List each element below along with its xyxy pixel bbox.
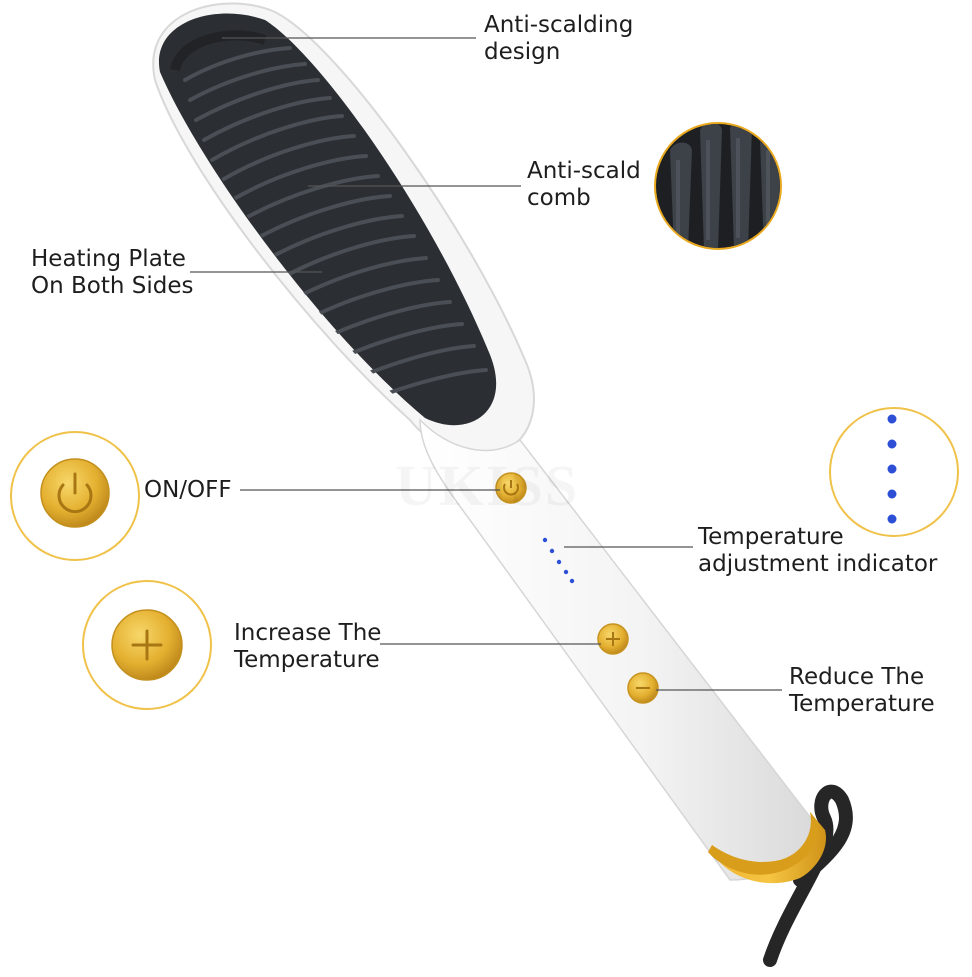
label-anti-scalding-design: Anti-scalding design: [484, 12, 634, 65]
power-icon: [57, 483, 93, 514]
power-cord: [763, 784, 853, 967]
comb-teeth: [183, 46, 488, 402]
brush-heating-plate: [158, 13, 497, 426]
comb-closeup: [656, 124, 780, 248]
watermark: UKISS: [395, 452, 579, 519]
label-increase-temperature: Increase The Temperature: [234, 620, 382, 673]
label-temperature-indicator: Temperature adjustment indicator: [698, 524, 938, 577]
label-anti-scald-comb: Anti-scald comb: [527, 158, 641, 211]
label-reduce-temperature: Reduce The Temperature: [789, 664, 935, 717]
temperature-indicator-dots: [542, 537, 575, 584]
label-on-off: ON/OFF: [144, 477, 232, 503]
label-heating-plate: Heating Plate On Both Sides: [31, 246, 194, 299]
leader-lines: [190, 37, 782, 691]
